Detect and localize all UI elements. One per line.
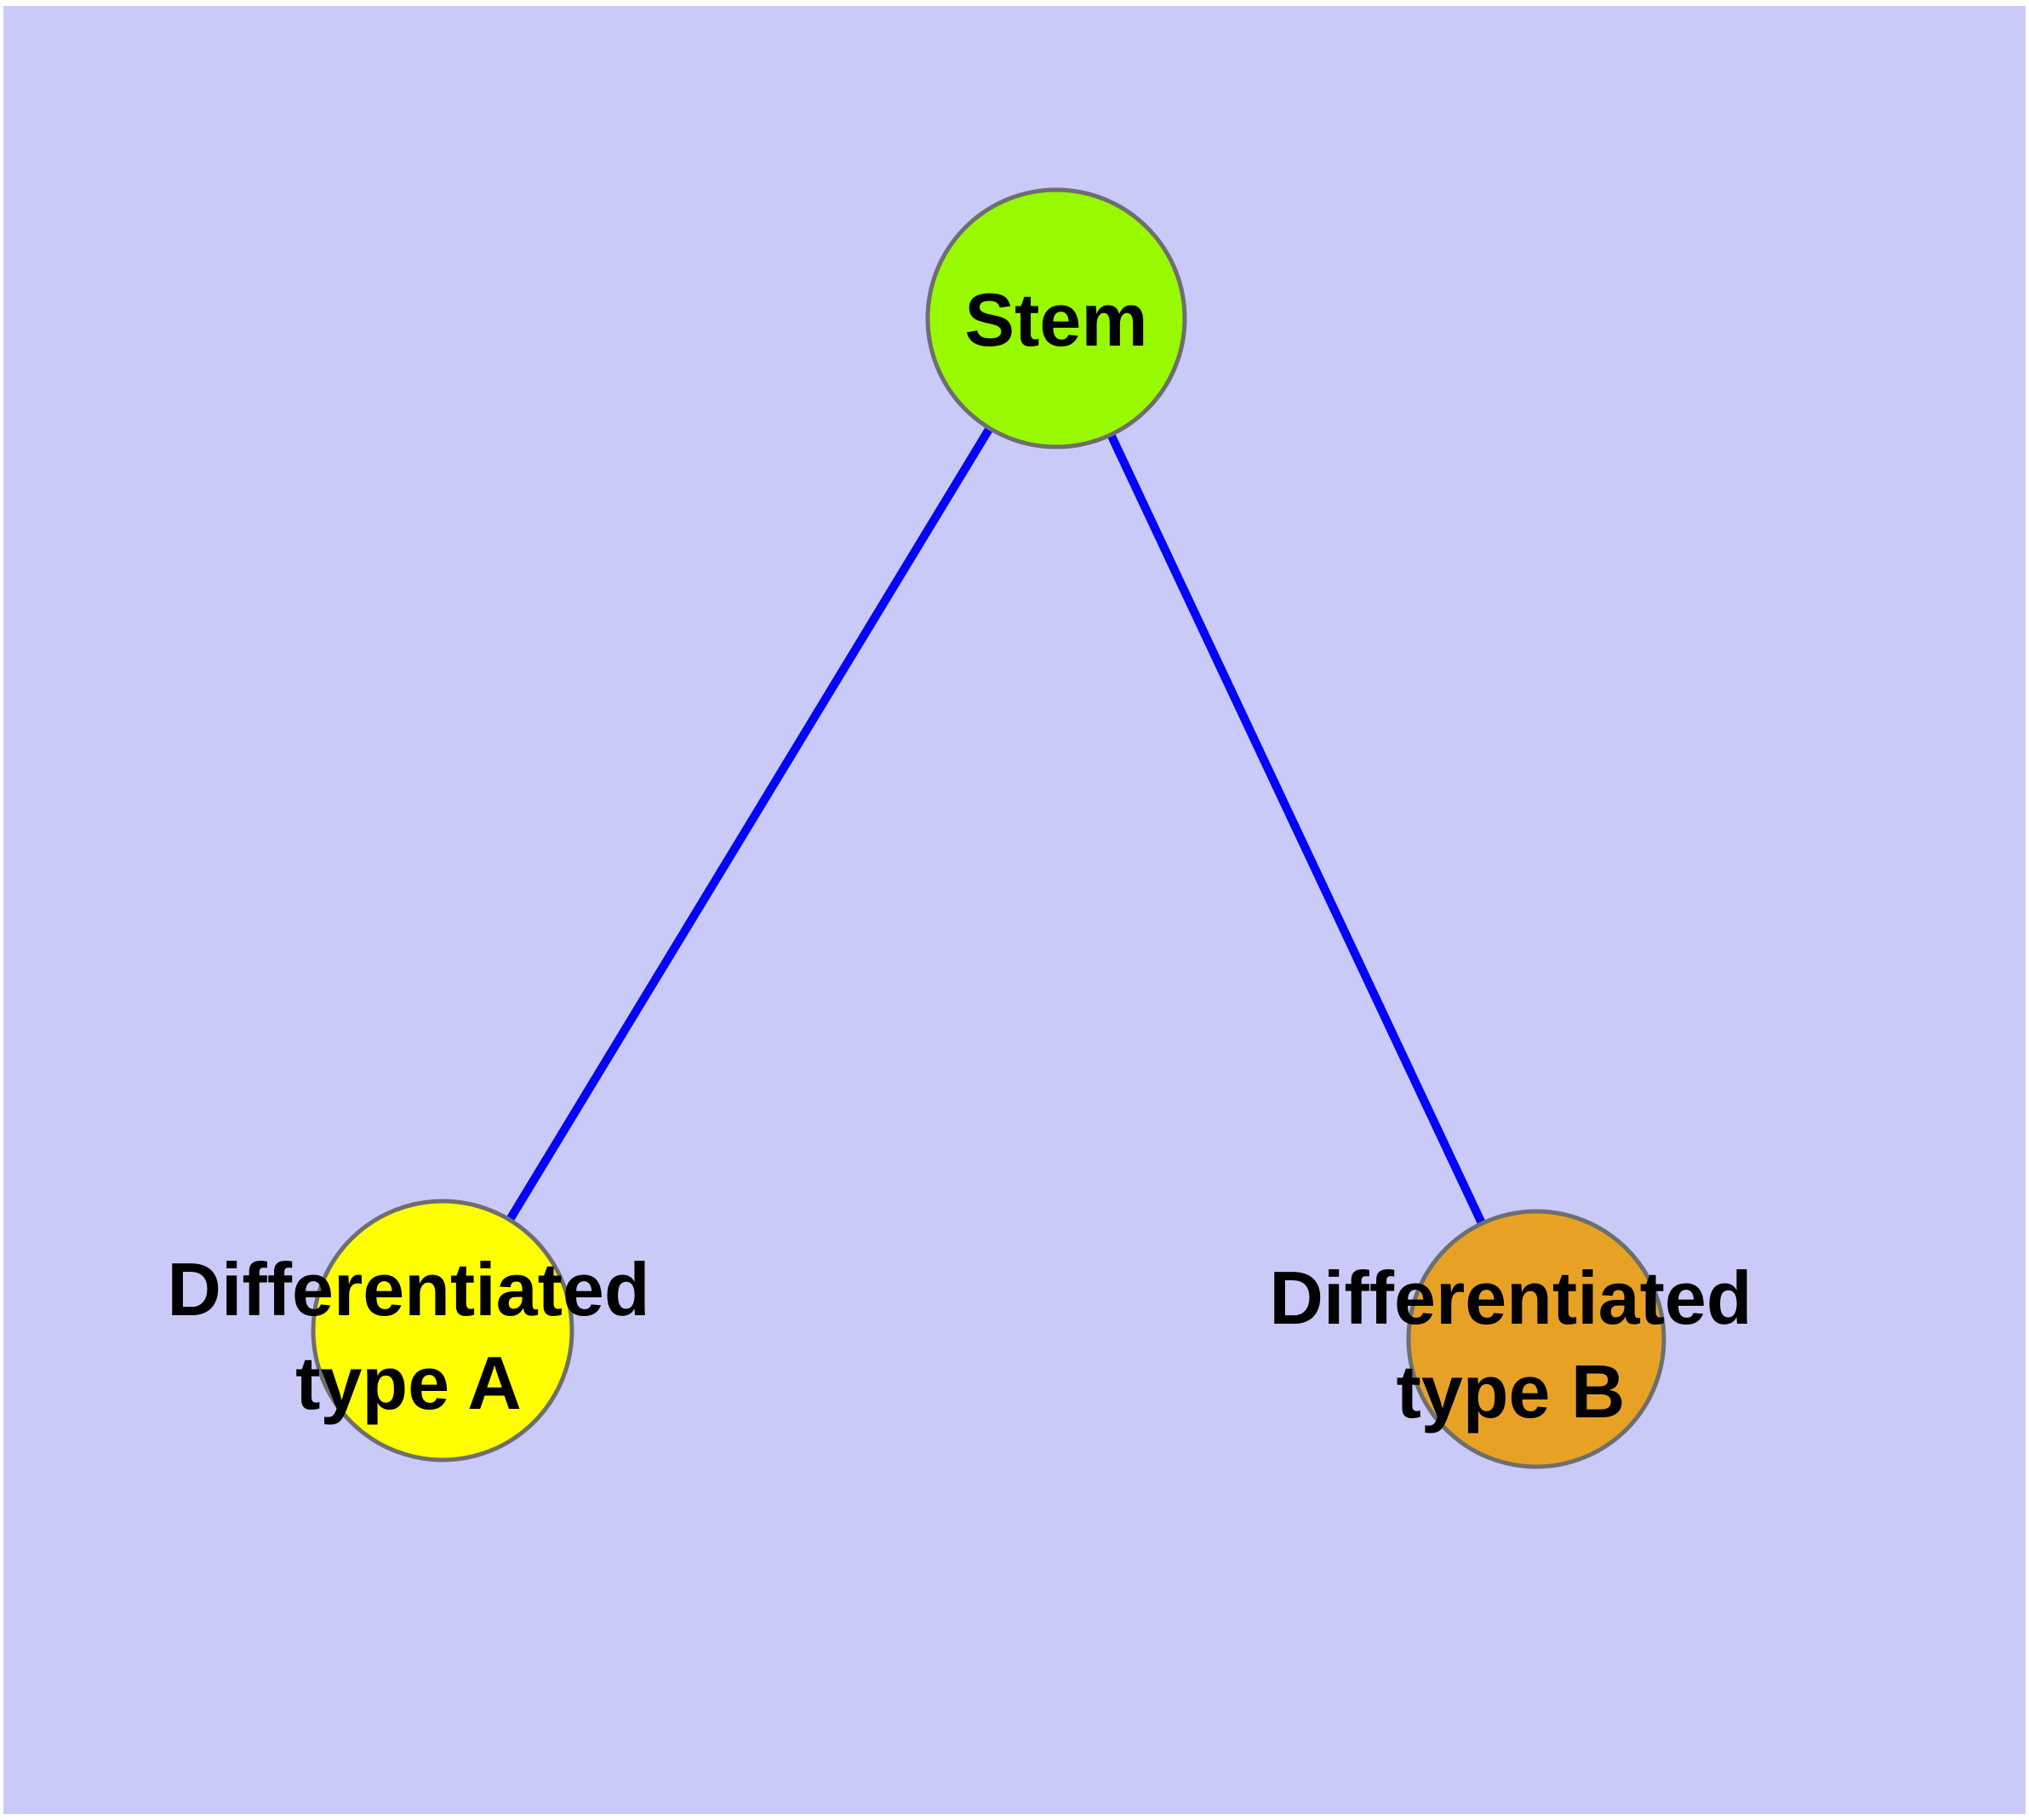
node-type-a-label-line2: type A <box>295 1341 522 1425</box>
node-type-b-label-line2: type B <box>1397 1349 1626 1434</box>
node-stem-label: Stem <box>964 278 1147 362</box>
edge-stem-to-type-b <box>1052 316 1540 1342</box>
node-differentiated-type-a[interactable] <box>311 1199 574 1462</box>
node-type-a-label-line1: Differentiated <box>167 1247 649 1331</box>
node-stem[interactable] <box>925 187 1187 449</box>
node-differentiated-type-b[interactable] <box>1406 1209 1666 1469</box>
node-type-b-label-line1: Differentiated <box>1269 1256 1752 1340</box>
edge-stem-to-type-a <box>438 316 1060 1333</box>
